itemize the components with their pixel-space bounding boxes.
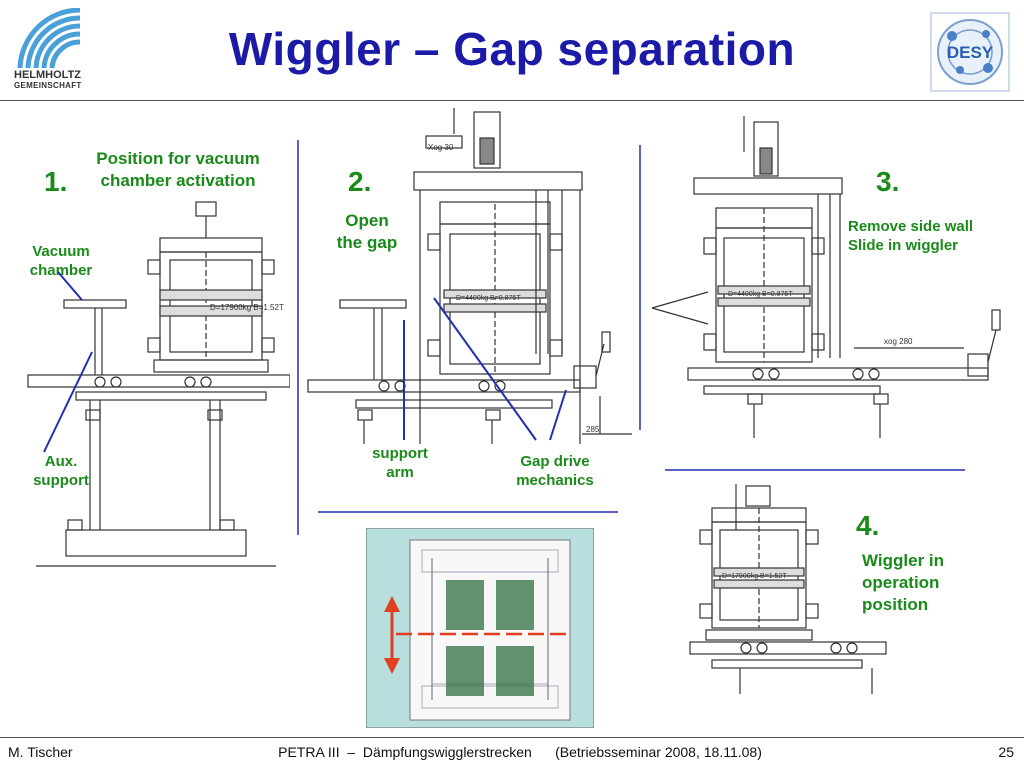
step-4-dim-text: D=17900kg B=1.52T — [722, 573, 787, 580]
step-2-caption-line2: the gap — [336, 233, 398, 252]
footer-author: M. Tischer — [8, 744, 73, 760]
vacuum-chamber-label-line1: Vacuum — [32, 243, 90, 260]
page-number: 25 — [998, 744, 1014, 760]
step-4-drawing: D=17900kg B=1.52T — [689, 484, 887, 694]
step-1-drawing: D=17900kg B=1.52T — [27, 201, 290, 567]
step-3-number: 3. — [876, 166, 900, 197]
step-4-caption-line3: position — [862, 595, 929, 614]
step-2-caption: Open the gap — [322, 210, 412, 254]
pole-section-inset — [366, 528, 594, 728]
step-2-drawing: Xog 30 285 D=4400kg B=0.875T — [307, 108, 632, 444]
aux-support-label: Aux. support — [26, 452, 96, 490]
step-1-dim-text: D=17900kg B=1.52T — [210, 303, 284, 312]
aux-support-label-line2: support — [33, 472, 89, 489]
step-3-dim-text: D=4400kg B=0.875T — [728, 291, 793, 298]
gap-drive-label-line2: mechanics — [516, 472, 594, 489]
step-2-number: 2. — [348, 166, 372, 197]
support-arm-label-line1: support — [372, 445, 428, 462]
page-title: Wiggler – Gap separation — [228, 23, 796, 75]
step-2-dim-side: 285 — [586, 425, 600, 434]
step-1-number: 1. — [44, 166, 68, 197]
footer-divider — [0, 737, 1024, 738]
step-1-caption-line1: Position for vacuum — [96, 149, 260, 168]
footer-event: PETRA III – Dämpfungswigglerstrecken (Be… — [278, 744, 762, 760]
desy-logo-text: DESY — [947, 43, 994, 62]
helmholtz-logo-subtext: GEMEINSCHAFT — [14, 81, 82, 90]
header-divider — [0, 100, 1024, 101]
step-1-caption: Position for vacuum chamber activation — [78, 148, 278, 192]
step-4-caption: Wiggler in operation position — [862, 550, 982, 616]
vacuum-chamber-label: Vacuum chamber — [26, 242, 96, 280]
support-arm-label: support arm — [360, 444, 440, 482]
step-3-caption-line2: Slide in wiggler — [848, 237, 959, 254]
step-2-dim-text: D=4400kg B=0.875T — [456, 295, 521, 302]
step-1-caption-line2: chamber activation — [100, 171, 256, 190]
helmholtz-logo — [14, 7, 92, 94]
step-4-caption-line2: operation — [862, 573, 940, 592]
gap-drive-label: Gap drive mechanics — [500, 452, 610, 490]
helmholtz-logo-text: HELMHOLTZ — [14, 69, 82, 81]
step-3-drawing: xog 280 D=4400kg B=0.875T — [651, 116, 1001, 438]
step-3-dim-side: xog 280 — [884, 337, 913, 346]
step-2-dim-top: Xog 30 — [428, 143, 454, 152]
step-3-caption: Remove side wall Slide in wiggler — [848, 217, 1018, 255]
step-4-number: 4. — [856, 510, 880, 541]
step-2-caption-line1: Open — [345, 211, 389, 230]
step-2-pointers — [403, 297, 567, 441]
step-4-caption-line1: Wiggler in — [862, 551, 945, 570]
support-arm-label-line2: arm — [386, 464, 414, 481]
step-3-caption-line1: Remove side wall — [848, 218, 974, 235]
desy-logo: DESY — [930, 12, 1010, 92]
step-1-pointers — [43, 271, 93, 453]
aux-support-label-line1: Aux. — [44, 453, 78, 470]
gap-drive-label-line1: Gap drive — [520, 453, 590, 470]
vacuum-chamber-label-line2: chamber — [29, 262, 93, 279]
